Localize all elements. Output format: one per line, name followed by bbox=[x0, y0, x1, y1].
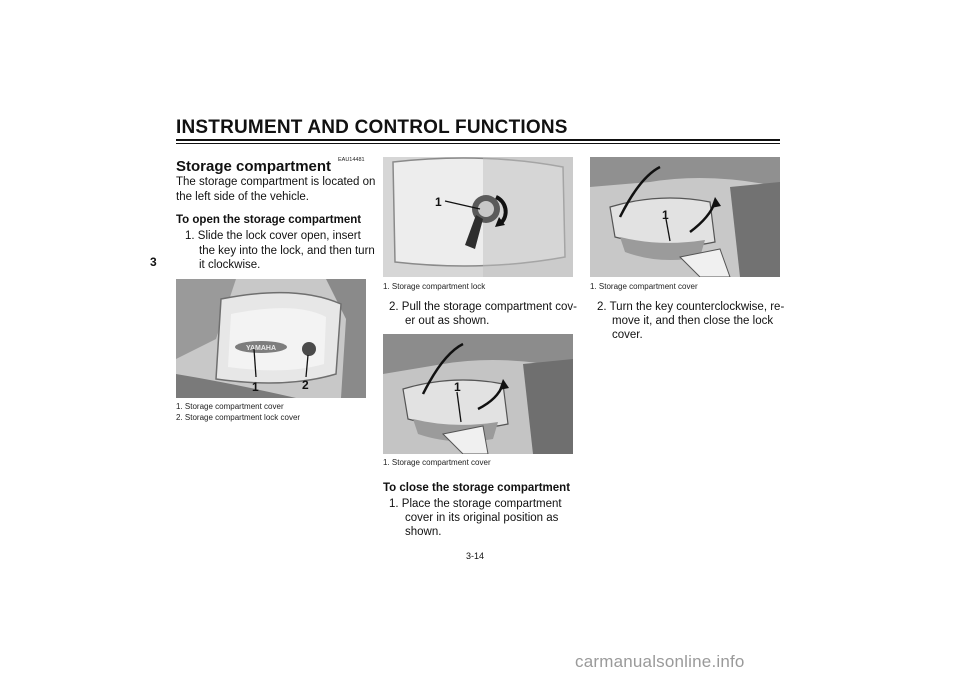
header-rule bbox=[176, 139, 780, 141]
header-rule-thin bbox=[176, 143, 780, 144]
intro-line-1: The storage compartment is located on bbox=[176, 176, 376, 188]
fig4-caption: 1. Storage compartment cover bbox=[590, 282, 698, 291]
page-number: 3-14 bbox=[466, 551, 485, 561]
watermark[interactable]: carmanualsonline.info bbox=[575, 652, 745, 671]
page-header-title: INSTRUMENT AND CONTROL FUNCTIONS bbox=[176, 117, 568, 138]
callout-1: 1 bbox=[454, 380, 461, 394]
callout-1: 1 bbox=[662, 208, 669, 222]
callout-1: 1 bbox=[252, 380, 259, 394]
close-heading: To close the storage compartment bbox=[383, 482, 571, 494]
open-step2-line2: er out as shown. bbox=[405, 315, 490, 327]
section-code: EAU14481 bbox=[338, 157, 365, 163]
close-step1-line2: cover in its original position as bbox=[405, 512, 559, 524]
figure-lock-photo: 1 bbox=[383, 157, 573, 277]
close-step2-line1: 2. Turn the key counterclockwise, re- bbox=[597, 301, 785, 313]
close-step1-line3: shown. bbox=[405, 526, 442, 538]
chapter-tab-number: 3 bbox=[150, 255, 157, 269]
open-step1-line1: 1. Slide the lock cover open, insert bbox=[185, 230, 361, 242]
open-step1-line2: the key into the lock, and then turn bbox=[199, 245, 375, 257]
figure-close-cover-photo: 1 bbox=[590, 157, 780, 277]
figure-pull-cover-photo: 1 bbox=[383, 334, 573, 454]
callout-1: 1 bbox=[435, 195, 442, 209]
fig1-caption-1: 1. Storage compartment cover bbox=[176, 402, 284, 411]
section-heading: Storage compartment bbox=[176, 158, 332, 175]
open-step1-line3: it clockwise. bbox=[199, 259, 261, 271]
yamaha-badge: YAMAHA bbox=[246, 345, 276, 352]
callout-2: 2 bbox=[302, 378, 309, 392]
close-step2-line3: cover. bbox=[612, 329, 643, 341]
fig2-caption: 1. Storage compartment lock bbox=[383, 282, 486, 291]
figure-storage-cover-photo: YAMAHA 1 2 bbox=[176, 279, 366, 398]
fig3-caption: 1. Storage compartment cover bbox=[383, 458, 491, 467]
close-step2-line2: move it, and then close the lock bbox=[612, 315, 774, 327]
fig1-caption-2: 2. Storage compartment lock cover bbox=[176, 413, 301, 422]
close-step1-line1: 1. Place the storage compartment bbox=[389, 498, 562, 510]
intro-line-2: the left side of the vehicle. bbox=[176, 191, 309, 203]
open-step2-line1: 2. Pull the storage compartment cov- bbox=[389, 301, 577, 313]
open-heading: To open the storage compartment bbox=[176, 214, 362, 226]
